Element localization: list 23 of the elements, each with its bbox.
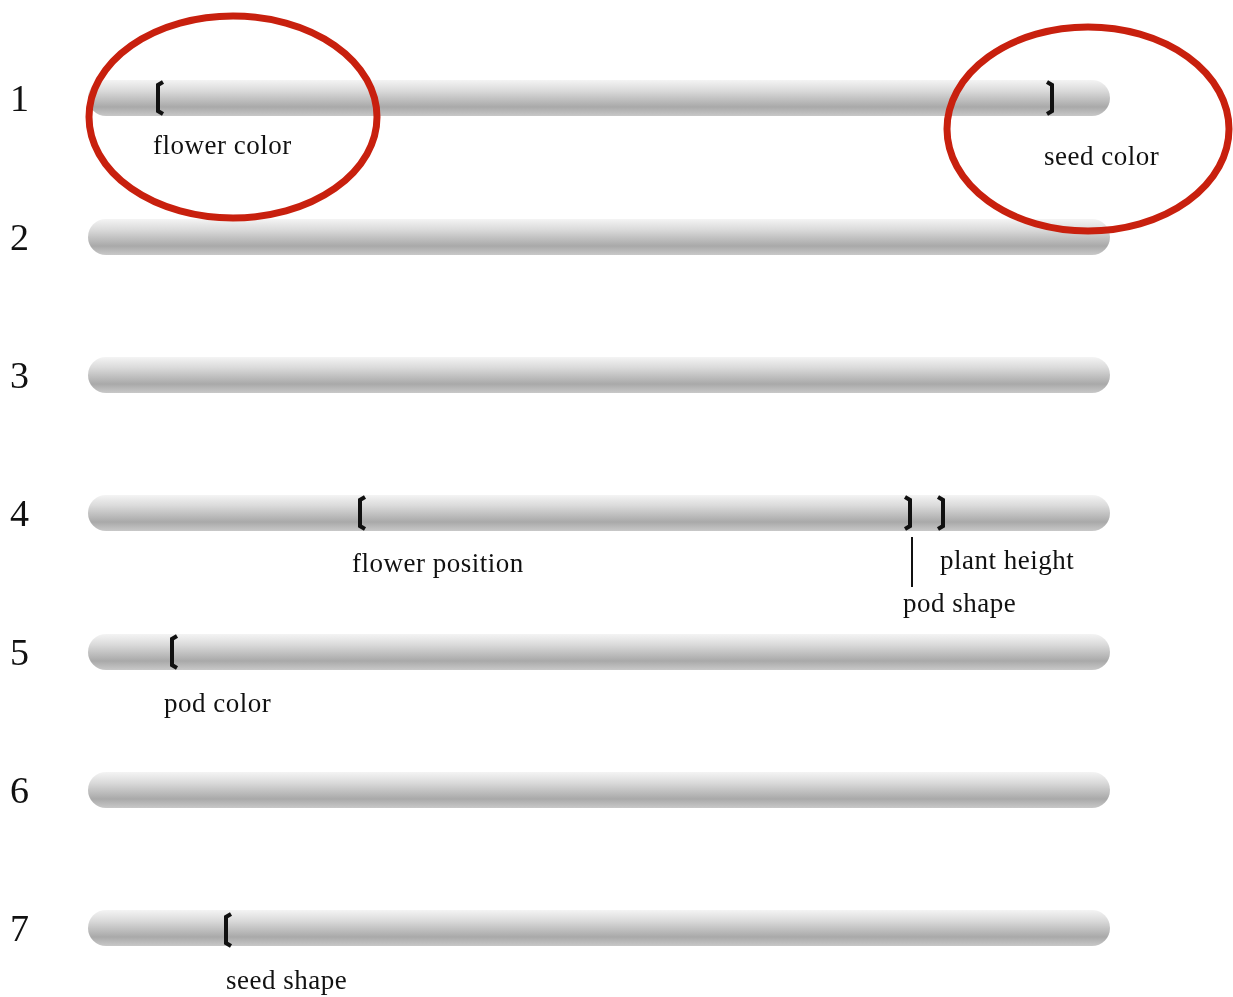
chromosome-number: 5 [10,632,29,672]
chromosome-number: 1 [10,78,29,118]
chromosome-bar [88,357,1110,393]
chromosome-number: 7 [10,908,29,948]
chromosome-number: 3 [10,355,29,395]
gene-label: flower color [153,130,292,160]
gene-label: pod color [164,688,272,718]
chromosome-bar [88,219,1110,255]
highlight-circle [943,23,1233,235]
gene-label: flower position [352,548,524,578]
chromosome-number: 4 [10,493,29,533]
chromosome-bar [88,772,1110,808]
gene-label: plant height [940,545,1075,575]
gene-label: seed shape [226,965,348,995]
gene-label: seed color [1044,141,1160,171]
chromosome-bar [88,634,1110,670]
chromosome-bar [88,495,1110,531]
chromosome-number: 2 [10,217,29,257]
chromosome-number: 6 [10,770,29,810]
chromosome-bar [88,910,1110,946]
gene-label: pod shape [903,588,1017,618]
leader-line [911,536,913,588]
highlight-circle [85,12,381,222]
